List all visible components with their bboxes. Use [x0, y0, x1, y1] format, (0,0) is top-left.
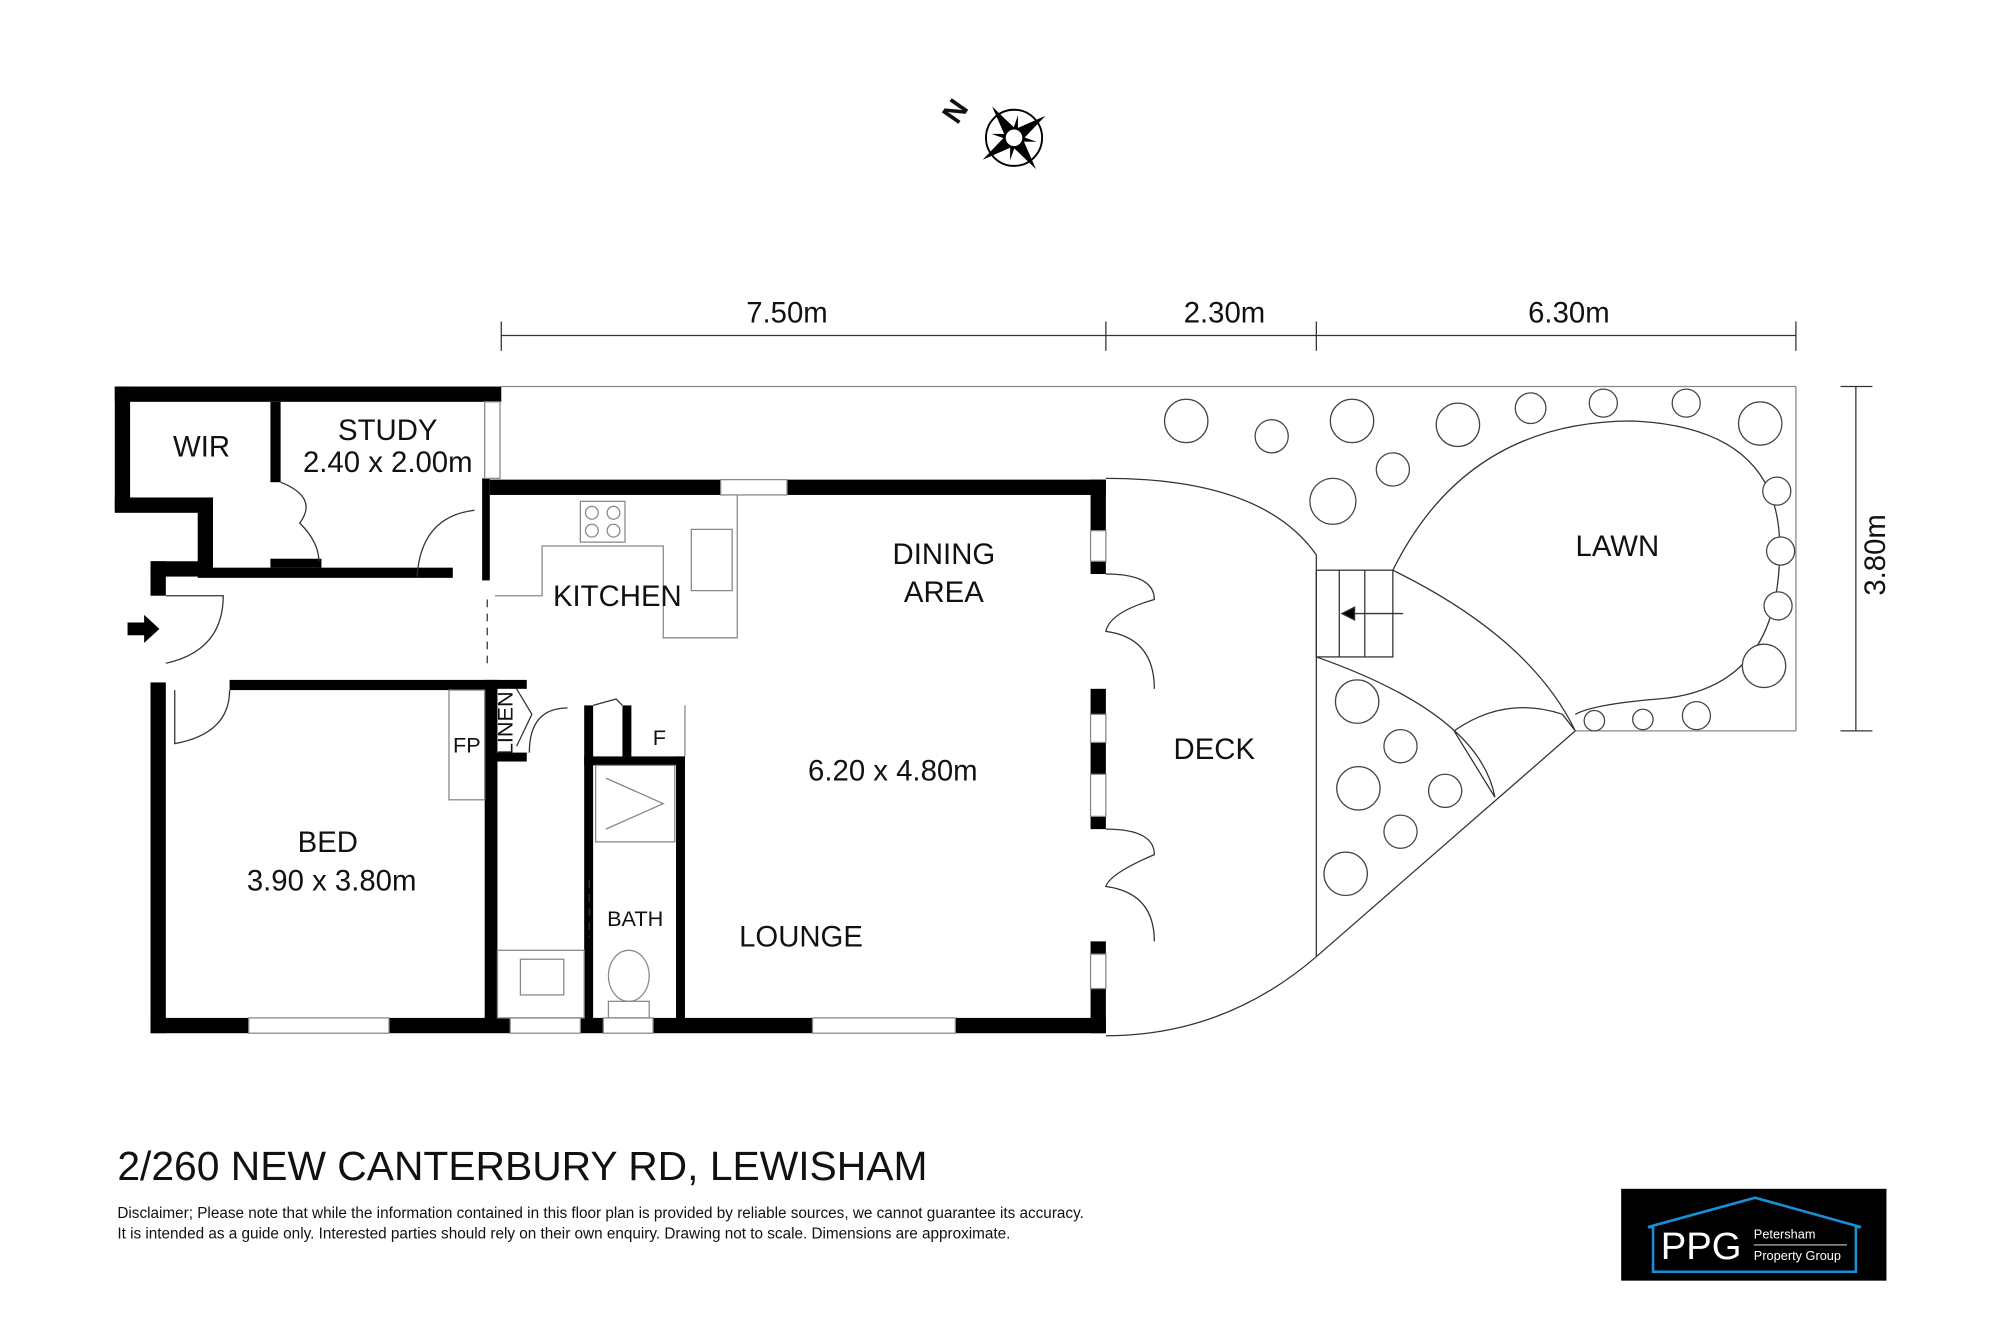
compass-north-label: N — [936, 93, 975, 129]
room-label-lounge: LOUNGE — [739, 920, 863, 953]
room-label-dining-area: AREA — [904, 576, 984, 609]
linen-label: LINEN — [493, 691, 518, 755]
logo-initials: PPG — [1661, 1225, 1742, 1268]
room-size-bed: 3.90 x 3.80m — [247, 864, 417, 897]
compass-icon: N — [936, 93, 1046, 170]
disclaimer-line: Disclaimer; Please note that while the i… — [117, 1205, 1083, 1222]
logo-line-1: Petersham — [1754, 1227, 1816, 1242]
fridge-label: F — [653, 725, 666, 750]
right-dimension-line — [1840, 385, 1873, 732]
dimension-label: 7.50m — [746, 297, 828, 330]
site-boundary — [501, 385, 1797, 732]
entry-arrow-icon — [127, 614, 160, 643]
room-label-lawn: LAWN — [1576, 530, 1660, 563]
fixtures — [448, 494, 738, 1019]
room-size-living: 6.20 x 4.80m — [808, 755, 978, 788]
dimension-label: 3.80m — [1859, 514, 1892, 596]
room-label-bed: BED — [298, 826, 358, 859]
steps — [1315, 569, 1404, 658]
path-diagonal — [1315, 569, 1576, 958]
fireplace-label: FP — [453, 733, 481, 758]
lawn-outline — [1392, 420, 1781, 715]
dimension-label: 2.30m — [1184, 297, 1266, 330]
room-label-deck: DECK — [1174, 733, 1256, 766]
top-dimension-line — [500, 321, 1797, 351]
logo-line-2: Property Group — [1754, 1248, 1841, 1263]
room-label-wir: WIR — [173, 431, 230, 464]
room-label-dining: DINING — [893, 538, 996, 571]
dimension-label: 6.30m — [1528, 297, 1610, 330]
disclaimer-line: It is intended as a guide only. Interest… — [117, 1226, 1010, 1243]
room-size-study: 2.40 x 2.00m — [303, 446, 473, 479]
door-swings — [165, 481, 1155, 942]
deck-outline — [1105, 477, 1317, 1037]
room-label-study: STUDY — [338, 414, 437, 447]
room-label-bath: BATH — [607, 906, 663, 931]
room-label-kitchen: KITCHEN — [553, 580, 682, 613]
ppg-logo: PPG Petersham Property Group — [1621, 1188, 1887, 1281]
walls — [114, 386, 1106, 1034]
garden-shrubs — [1163, 388, 1796, 897]
property-address: 2/260 NEW CANTERBURY RD, LEWISHAM — [117, 1143, 927, 1189]
